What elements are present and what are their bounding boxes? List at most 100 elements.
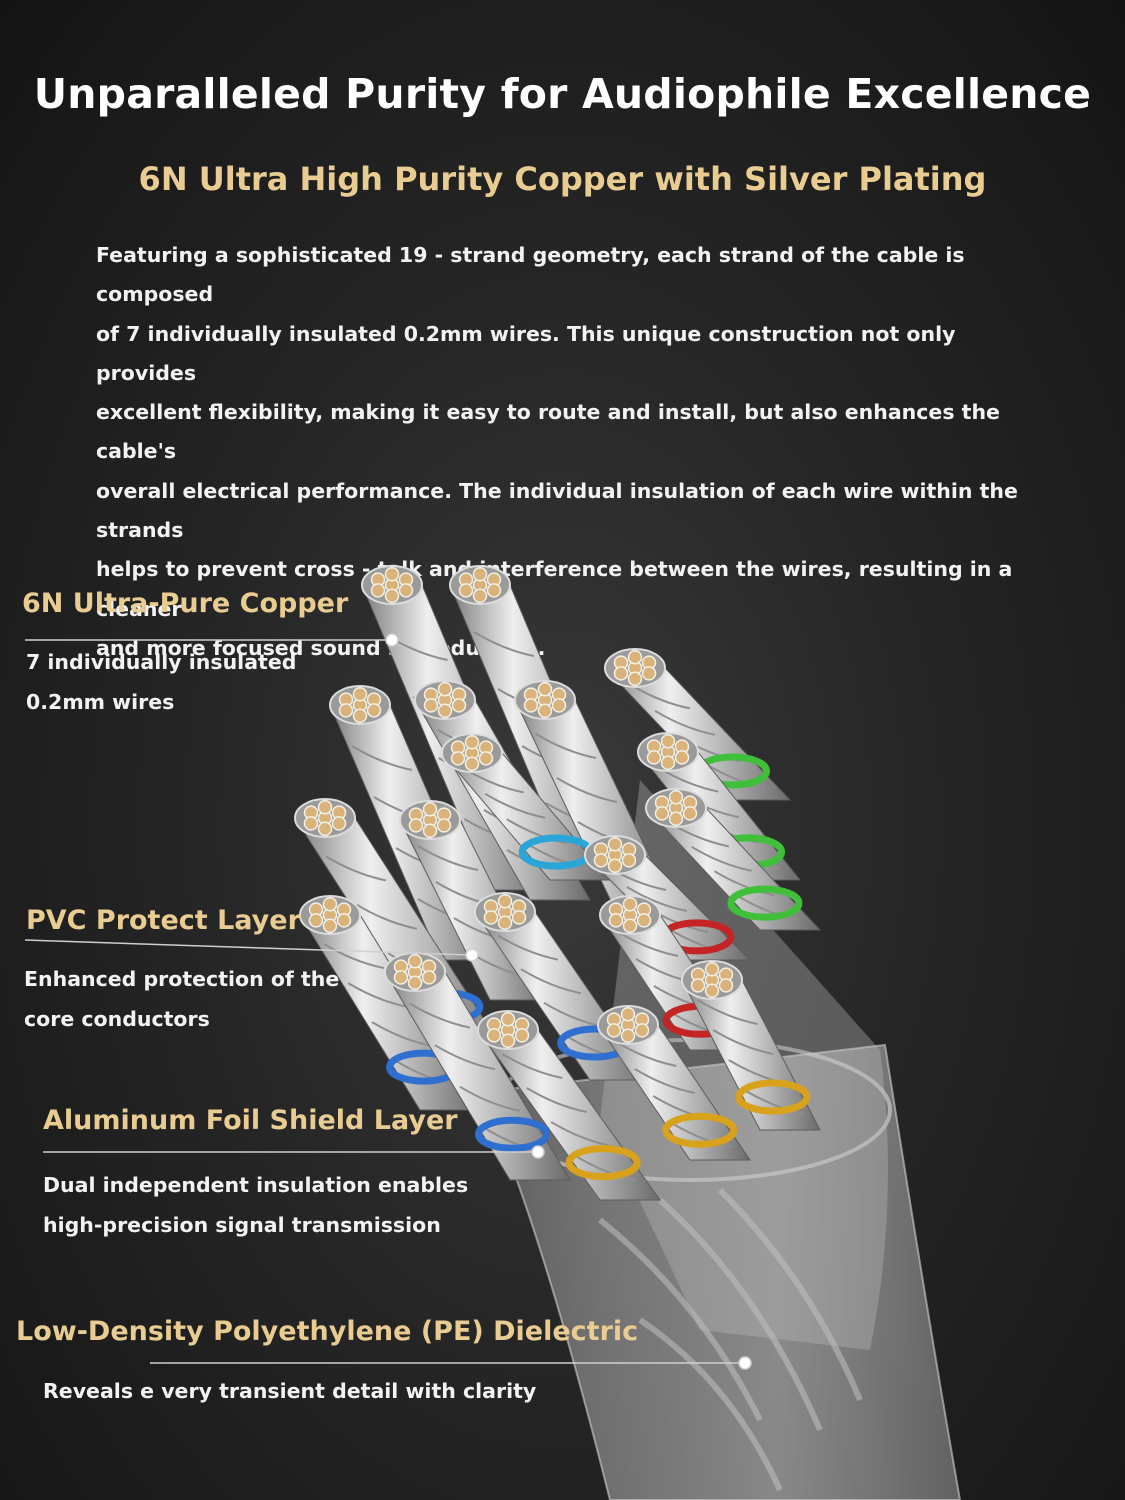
copper-wire-end: [674, 750, 690, 765]
description-line: excellent flexibility, making it easy to…: [96, 400, 1000, 464]
strand-twist: [575, 1155, 636, 1181]
copper-wire-end: [500, 1033, 516, 1049]
strand-twist: [617, 931, 679, 957]
copper-wire-end: [338, 703, 354, 718]
strand-twist: [506, 818, 567, 845]
copper-wire-end: [654, 806, 670, 821]
copper-wire-end: [478, 751, 494, 766]
callout-line: Reveals e very transient detail with cla…: [43, 1379, 537, 1403]
description-line: helps to prevent cross - talk and interf…: [96, 557, 1013, 621]
strand-twist: [671, 1122, 732, 1148]
strand-twist: [550, 1121, 612, 1147]
strand-bundle: [294, 565, 822, 1201]
copper-wire-end: [621, 853, 637, 868]
description: Featuring a sophisticated 19 - strand ge…: [96, 236, 1041, 668]
copper-wire-end: [486, 1028, 502, 1043]
strand-twist: [347, 982, 409, 1008]
copper-wire-end: [384, 566, 400, 582]
copper-wire-end: [421, 970, 437, 985]
strand-twist: [654, 709, 716, 736]
insulation-ring: [475, 1116, 550, 1152]
copper-wire-end: [537, 703, 553, 719]
copper-wire-end: [607, 858, 623, 874]
copper-wire-end: [486, 583, 502, 598]
insulation-ring: [662, 1112, 738, 1148]
strand-twist: [417, 845, 479, 871]
copper-wire-end: [331, 816, 347, 831]
copper-wire-end: [620, 1006, 636, 1022]
copper-wire-end: [511, 910, 527, 925]
copper-wire-end: [370, 583, 386, 598]
copper-wire-end: [322, 918, 338, 934]
copper-wire-end: [622, 918, 638, 934]
strand-twist: [615, 1041, 677, 1067]
strand-twist: [395, 1060, 457, 1086]
copper-wire-end: [336, 913, 352, 928]
copper-wire-end: [497, 915, 513, 931]
insulation-ring: [735, 1079, 811, 1115]
copper-wire-end: [352, 686, 368, 702]
callout-line: Dual independent insulation enables: [43, 1173, 469, 1197]
jacket-braid: [598, 1187, 863, 1492]
copper-wire-end: [450, 751, 466, 766]
copper-wire-end: [627, 671, 643, 687]
copper-wire-end: [437, 681, 453, 697]
copper-wire-end: [514, 1028, 530, 1043]
copper-wire-end: [464, 756, 480, 772]
callout-line: high-precision signal transmission: [43, 1212, 441, 1237]
strand-twist: [697, 999, 758, 1025]
copper-wire-end: [497, 893, 513, 909]
copper-wire-end: [613, 666, 629, 681]
copper-wire-end: [646, 750, 662, 765]
insulation-ring: [727, 885, 803, 921]
strand-twist: [704, 762, 766, 789]
page-title: Unparalleled Purity for Audiophile Excel…: [33, 70, 1092, 118]
copper-wire-end: [472, 566, 488, 582]
callout-text-copper: 7 individually insulated 0.2mm wires: [26, 643, 296, 722]
copper-wire-end: [523, 698, 539, 713]
strand-twist: [526, 1087, 587, 1113]
copper-wire-end: [393, 970, 409, 985]
copper-wire-end: [384, 588, 400, 604]
copper-wire-end: [308, 913, 324, 928]
copper-wire-end: [423, 698, 439, 713]
copper-wire-end: [660, 733, 676, 749]
callout-line: core conductors: [24, 1006, 210, 1031]
copper-wire-end: [366, 703, 382, 718]
strand-twist: [736, 894, 798, 921]
copper-wire-end: [458, 583, 474, 598]
copper-wire-end: [322, 896, 338, 912]
strand-twist: [473, 631, 535, 657]
copper-wire-end: [436, 818, 452, 833]
strand-twist: [520, 968, 582, 995]
description-line: of 7 individually insulated 0.2mm wires.…: [96, 321, 956, 385]
strand-twist: [743, 1089, 805, 1115]
copper-wire-end: [682, 806, 698, 821]
callout-text-foil: Dual independent insulation enables high…: [43, 1166, 468, 1245]
description-line: Featuring a sophisticated 19 - strand ge…: [96, 243, 965, 307]
copper-wire-end: [483, 910, 499, 925]
callout-title-copper: 6N Ultra-Pure Copper: [22, 588, 349, 619]
copper-wire-end: [317, 799, 333, 815]
strand-twist: [712, 1029, 774, 1055]
copper-wire-end: [451, 698, 467, 713]
strand-twist: [484, 792, 546, 819]
strand-twist: [634, 1068, 695, 1094]
strand-twist: [409, 1002, 471, 1029]
strand-twist: [434, 1044, 496, 1071]
copper-wire-end: [660, 755, 676, 771]
copper-wire-end: [408, 818, 424, 833]
copper-wire-end: [622, 896, 638, 912]
strand-twist: [459, 1085, 521, 1112]
strand-twist: [323, 943, 385, 969]
copper-wire-end: [303, 816, 319, 831]
copper-wire-end: [641, 666, 657, 681]
copper-wire-end: [608, 913, 624, 928]
copper-wire-end: [636, 913, 652, 928]
strand-twist: [535, 733, 597, 759]
copper-wire-end: [422, 801, 438, 817]
callout-title-pe: Low-Density Polyethylene (PE) Dielectric: [16, 1316, 639, 1347]
copper-wire-end: [668, 811, 684, 827]
copper-wire-end: [437, 703, 453, 719]
